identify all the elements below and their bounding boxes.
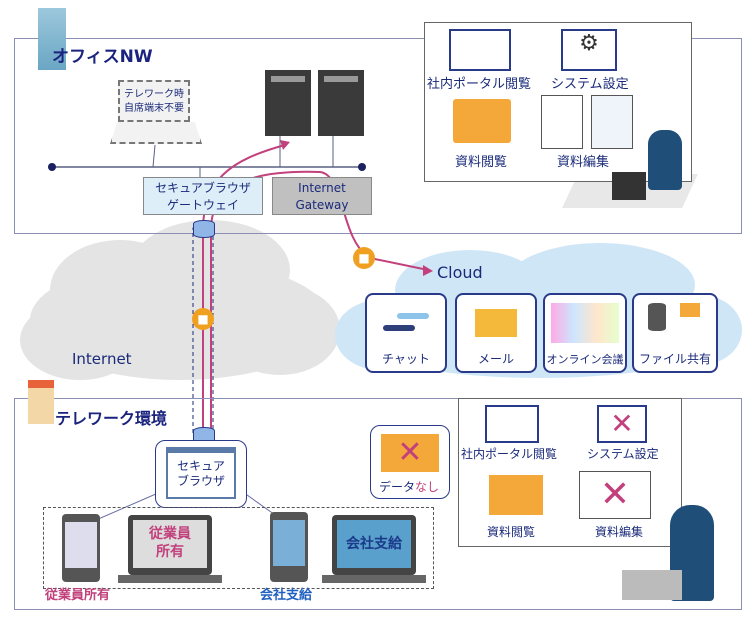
office-tasks-panel: 社内ポータル閲覧 ⚙ システム設定 資料閲覧 資料編集	[424, 22, 692, 182]
task-system-settings: システム設定	[551, 77, 629, 92]
office-network-area	[14, 38, 742, 234]
gear-icon: ⚙	[561, 29, 617, 71]
gear-crossed-icon: ✕	[597, 405, 647, 443]
office-title: オフィスNW	[52, 47, 153, 67]
file-sharing-label: ファイル共有	[638, 352, 711, 366]
laptop-note-line1: テレワーク時	[124, 89, 184, 100]
task-edit-docs: 資料編集	[557, 155, 610, 170]
task-portal: 社内ポータル閲覧	[461, 447, 558, 461]
cloud-service-file-sharing: ファイル共有	[632, 293, 718, 373]
cloud-service-mail: メール	[455, 293, 537, 373]
cloud-service-chat: チャット	[365, 293, 447, 373]
gateway-label-line1: セキュアブラウザ	[155, 181, 251, 195]
no-data-label: データなし	[379, 478, 439, 495]
internet-gateway-line2: Gateway	[295, 198, 349, 212]
teleworker-laptop-icon	[622, 570, 682, 600]
employee-owned-label: 従業員所有	[45, 588, 111, 603]
house-icon	[28, 380, 54, 424]
cloud-label: Cloud	[437, 263, 483, 282]
laptop-base	[118, 575, 222, 583]
task-system-settings: システム設定	[587, 447, 659, 461]
mail-label: メール	[477, 352, 514, 366]
devices-group	[43, 507, 434, 589]
office-worker-icon	[648, 130, 682, 190]
company-issued-label: 会社支給	[260, 588, 313, 603]
telework-area	[14, 398, 742, 610]
chat-icon	[383, 309, 429, 339]
portal-window-icon	[485, 405, 539, 443]
internet-cloud	[20, 220, 340, 380]
internet-gateway: Internet Gateway	[272, 177, 372, 215]
no-data-prefix: データ	[379, 480, 416, 494]
document-icon	[541, 95, 583, 149]
employee-laptop-line1: 従業員	[149, 526, 191, 542]
server-icon	[265, 70, 311, 136]
folder-icon	[453, 99, 511, 143]
task-edit-docs: 資料編集	[595, 525, 644, 539]
secure-browser-line2: ブラウザ	[176, 474, 225, 488]
task-view-docs: 資料閲覧	[455, 155, 508, 170]
employee-phone	[62, 514, 100, 582]
telework-title: テレワーク環境	[55, 409, 168, 428]
employee-laptop: 従業員 所有	[128, 515, 212, 575]
meeting-label: オンライン会議	[546, 353, 624, 366]
office-building-icon	[38, 8, 66, 70]
company-laptop-label: 会社支給	[337, 520, 411, 568]
unneeded-office-laptop: テレワーク時 自席端末不要	[118, 80, 190, 122]
no-data-suffix: なし	[415, 480, 440, 494]
database-icon	[648, 303, 666, 331]
laptop-base	[322, 575, 426, 583]
meeting-participants-icon	[551, 303, 619, 343]
laptop-note-line2: 自席端末不要	[124, 103, 184, 114]
internet-label: Internet	[72, 350, 132, 368]
mail-icon	[475, 309, 517, 337]
gateway-label-line2: ゲートウェイ	[166, 198, 239, 212]
lock-icon: ■	[192, 308, 214, 330]
chat-label: チャット	[382, 352, 430, 366]
company-phone	[270, 512, 308, 582]
no-data-bubble: ✕ データなし	[370, 425, 450, 499]
folder-icon	[680, 303, 700, 317]
chart-document-icon	[591, 95, 633, 149]
company-laptop: 会社支給	[332, 515, 416, 575]
internet-gateway-line1: Internet	[298, 181, 346, 195]
server-icon	[318, 70, 364, 136]
secure-browser-window: セキュア ブラウザ	[166, 447, 236, 499]
telework-tasks-panel: 社内ポータル閲覧 ✕ システム設定 資料閲覧 ✕ 資料編集	[458, 398, 682, 547]
folder-icon	[489, 475, 543, 515]
cloud-service-meeting: オンライン会議	[543, 293, 627, 373]
edit-docs-crossed-icon: ✕	[579, 471, 651, 519]
lock-icon: ■	[353, 247, 375, 269]
employee-laptop-line2: 所有	[156, 544, 184, 560]
folder-crossed-icon: ✕	[381, 434, 439, 472]
task-portal: 社内ポータル閲覧	[427, 77, 532, 92]
tunnel-endpoint-icon	[193, 220, 215, 238]
portal-window-icon	[449, 29, 511, 71]
monitor-icon	[612, 172, 646, 200]
secure-browser-bubble: セキュア ブラウザ	[155, 440, 247, 508]
secure-browser-line1: セキュア	[177, 459, 225, 473]
secure-browser-gateway: セキュアブラウザ ゲートウェイ	[143, 177, 263, 215]
task-view-docs: 資料閲覧	[487, 525, 536, 539]
